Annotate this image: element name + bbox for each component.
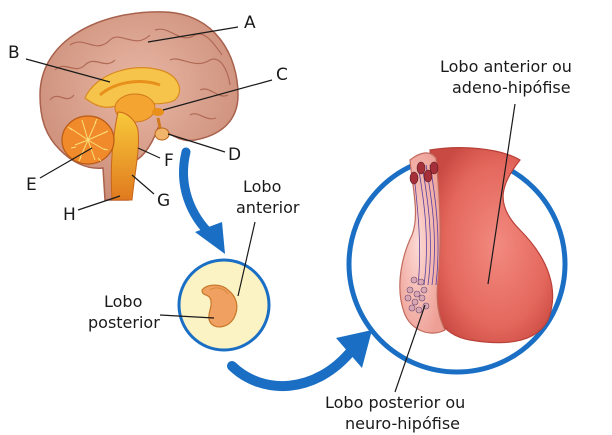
large-posterior-line1: Lobo posterior ou xyxy=(325,393,465,412)
large-posterior-line2: neuro-hipófise xyxy=(345,414,460,433)
label-a: A xyxy=(244,13,256,33)
arrow-to-small-gland xyxy=(184,152,212,236)
arrow-to-large-gland xyxy=(232,350,352,386)
small-anterior-line1: Lobo xyxy=(243,177,281,196)
label-g: G xyxy=(157,191,170,211)
cerebellum xyxy=(62,116,114,164)
label-b: B xyxy=(8,43,20,63)
small-posterior-line2: posterior xyxy=(88,313,160,332)
label-h: H xyxy=(63,205,76,225)
brain-pituitary xyxy=(155,128,169,140)
brainstem xyxy=(111,112,138,200)
large-anterior-line1: Lobo anterior ou xyxy=(440,57,572,76)
label-f: F xyxy=(164,151,174,171)
large-gland-circle xyxy=(349,148,565,372)
large-anterior-line2: adeno-hipófise xyxy=(452,78,571,97)
small-anterior-line2: anterior xyxy=(236,198,300,217)
label-e: E xyxy=(26,175,37,195)
small-gland-circle xyxy=(179,260,269,350)
small-posterior-line1: Lobo xyxy=(104,292,142,311)
brain-illustration xyxy=(40,12,238,200)
label-d: D xyxy=(228,145,241,165)
label-c: C xyxy=(276,65,288,85)
